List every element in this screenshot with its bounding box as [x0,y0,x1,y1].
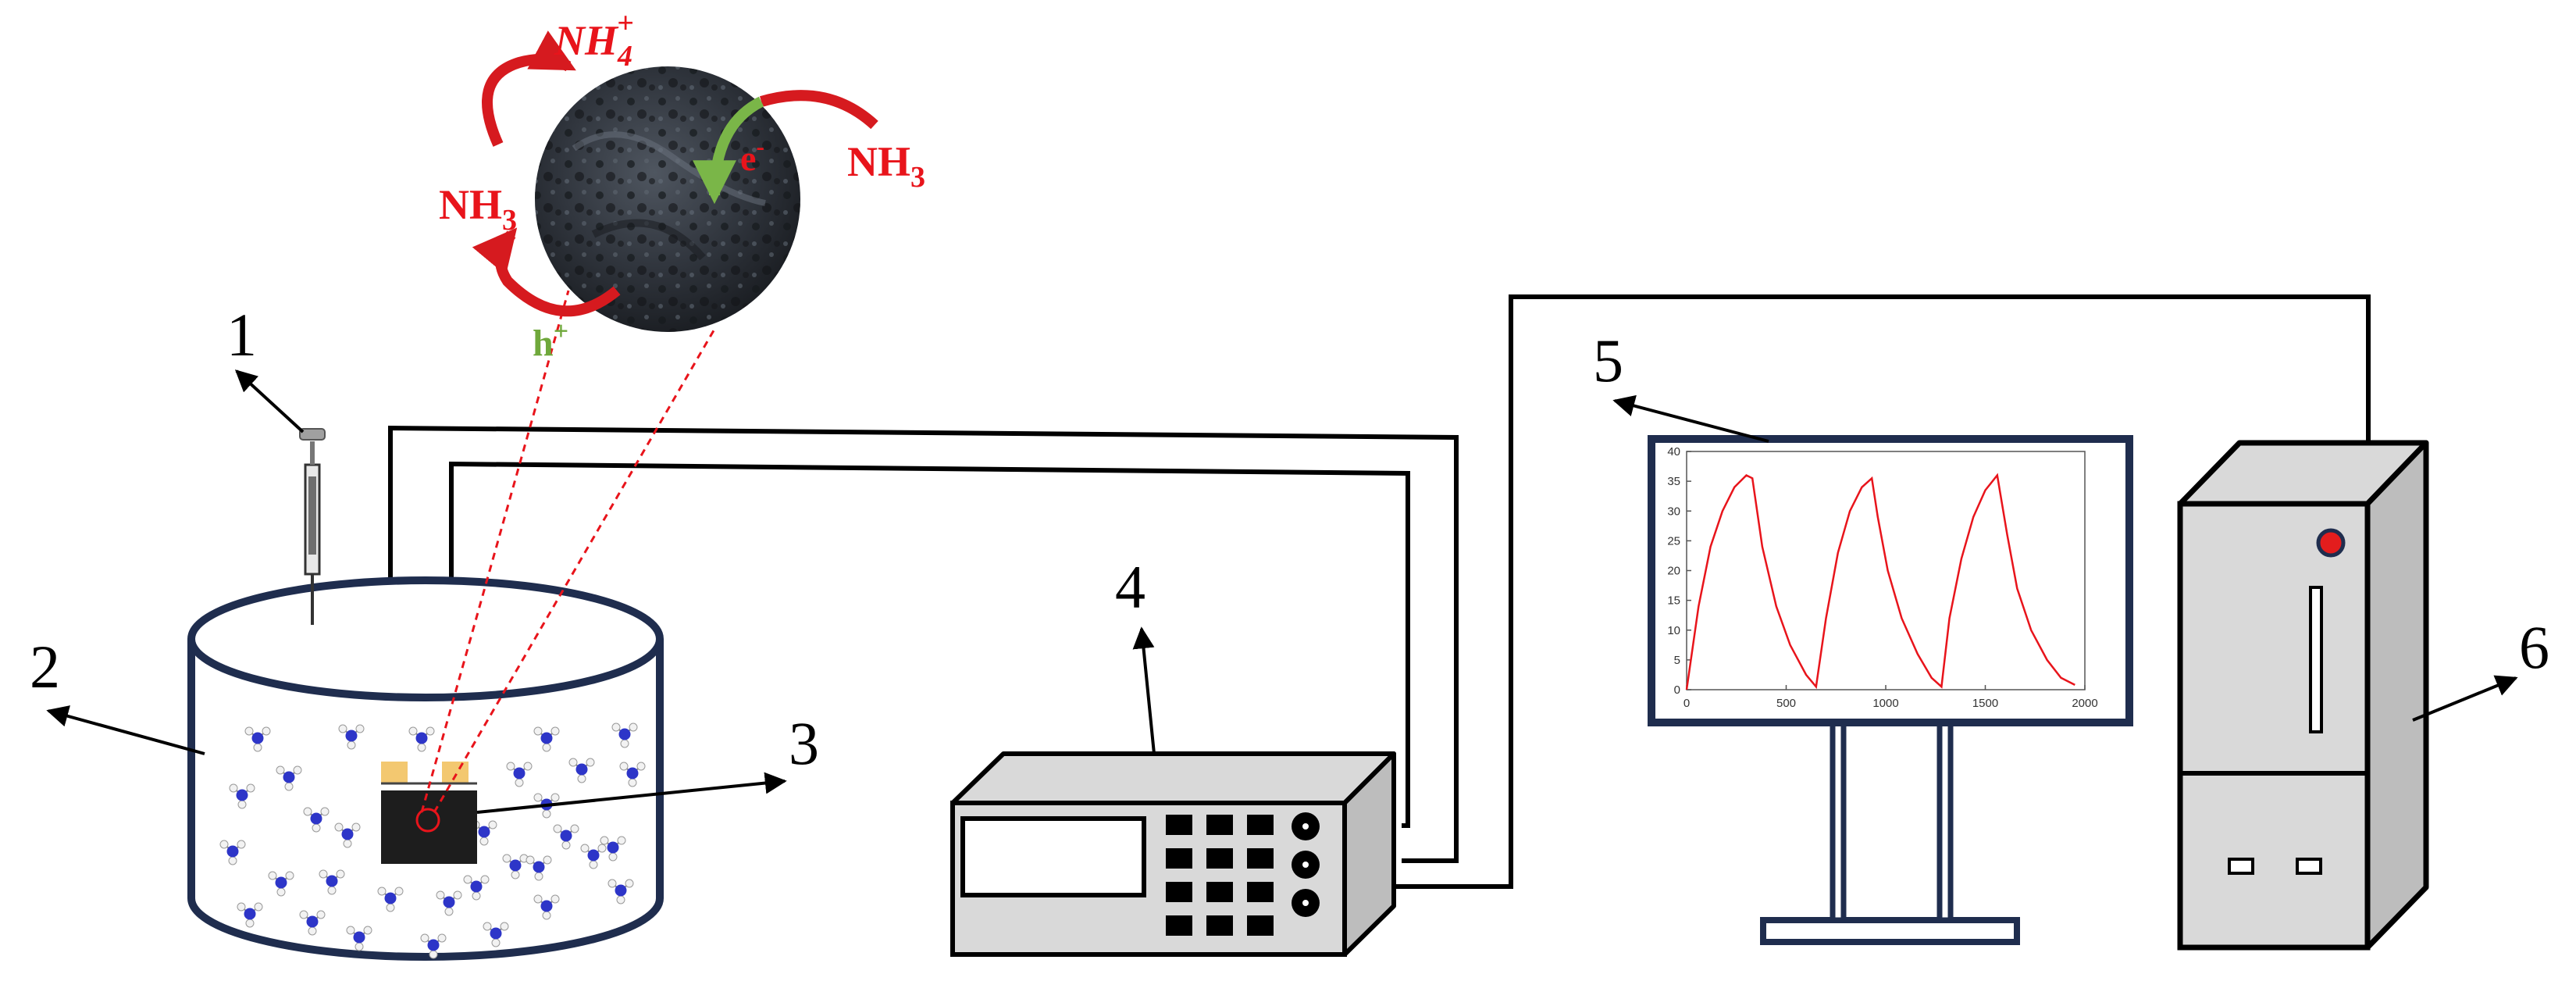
y-tick-label: 0 [1674,683,1680,697]
chart-plot-area [1686,451,2086,690]
monitor-stand-neck-left [1830,719,1847,923]
meter-top [950,751,1396,805]
meter-keypad [1166,815,1274,936]
callout-5: 5 [1593,326,1623,394]
label-hole: h+ [533,317,568,364]
callouts: 1 2 3 4 5 6 [30,301,2549,814]
computer-tower [2177,440,2429,951]
monitor-stand-base [1760,917,2020,945]
monitor: 0 500 1000 1500 2000 0 5 10 15 20 25 30 35 40 [1648,435,2133,945]
usb-port-right [2296,858,2322,875]
y-tick-label: 15 [1667,594,1680,608]
label-nh3-right: NH3 [847,138,925,194]
y-tick-label: 20 [1667,565,1680,578]
sensor-film [381,790,477,864]
electrode-pad-left [381,762,408,783]
callout-6: 6 [2519,613,2549,681]
callout-1: 1 [226,301,257,369]
callout-4: 4 [1115,553,1145,621]
y-tick-label: 30 [1667,505,1680,518]
response-chart: 0 500 1000 1500 2000 0 5 10 15 20 25 30 35 40 [1667,445,2097,710]
tower-side [2364,440,2429,951]
wire-electrode-right [449,461,1410,828]
callout-3: 3 [789,709,819,777]
beaker [187,576,664,961]
drive-slot [2309,586,2323,733]
x-tick-label: 1500 [1972,697,1998,710]
chart-series-line [1685,473,2075,690]
x-tick-label: 1000 [1872,697,1898,710]
arrow-electron-transfer [693,96,764,205]
reaction-arrows [472,30,878,317]
syringe [299,428,326,625]
monitor-stand-neck-right [1936,719,1954,923]
y-tick-label: 40 [1667,445,1680,458]
meter-terminals [1292,812,1320,917]
sensor-zoom-region [415,808,440,833]
label-nh3-left: NH3 [439,181,517,237]
sensor-chip [381,762,477,864]
wire-to-computer [1394,294,2371,889]
y-tick-label: 10 [1667,624,1680,637]
y-tick-label: 35 [1667,475,1680,488]
wire-electrode-left [388,425,1459,863]
x-tick-label: 2000 [2072,697,2097,710]
x-tick-label: 0 [1683,697,1690,710]
label-electron: e- [740,132,764,178]
arrow-nh3-to-nh4 [482,30,576,147]
y-tick-label: 25 [1667,534,1680,548]
source-meter [950,751,1396,957]
label-nh4-plus: NH4+ [554,7,634,73]
power-button [2316,528,2346,558]
usb-port-left [2228,858,2254,875]
beaker-rim [187,576,664,701]
arrow-nh3-adsorption [760,90,878,130]
y-tick-label: 5 [1674,654,1680,667]
tower-front [2177,501,2371,951]
zoom-lines [420,290,718,813]
callout-2: 2 [30,633,60,701]
x-tick-label: 500 [1776,697,1796,710]
wires [388,294,2371,889]
arrow-hole-to-nh3 [472,227,621,317]
electrode-pad-right [442,762,469,783]
meter-display [960,816,1146,897]
